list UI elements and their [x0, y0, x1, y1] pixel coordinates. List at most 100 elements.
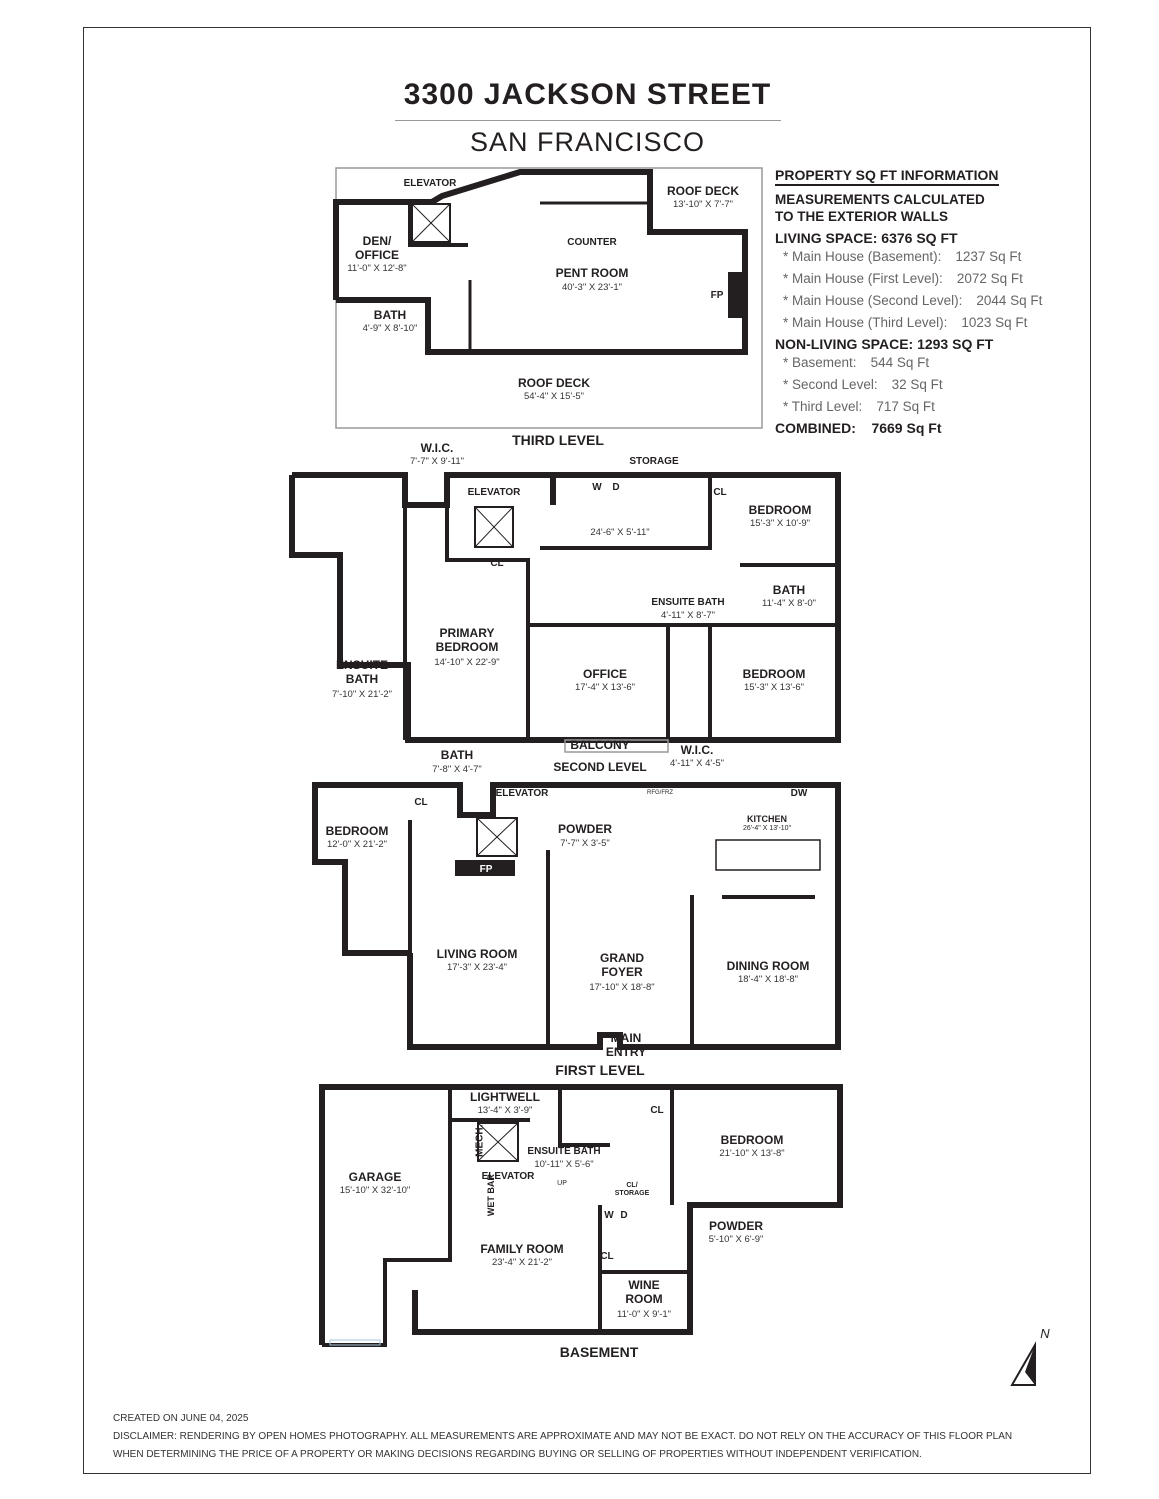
nonliving-item: * Third Level:717 Sq Ft — [783, 399, 935, 414]
grand-foyer-dim: 17'-10" X 18'-8" — [589, 982, 655, 993]
first-bath-dim: 7'-8" X 4'-7" — [432, 764, 482, 775]
third-level-title: THIRD LEVEL — [512, 432, 604, 448]
created-date: CREATED ON JUNE 04, 2025 — [113, 1413, 249, 1424]
wic-dim: 7'-7" X 9'-11" — [409, 456, 465, 467]
wet-bar-label: WET BAR — [485, 1174, 496, 1217]
bedroom-dim: 15'-3" X 13'-6" — [743, 682, 805, 693]
second-level-title: SECOND LEVEL — [553, 760, 647, 774]
closet-label: CL — [650, 1105, 664, 1116]
third-elevator — [411, 203, 451, 243]
first-level-title: FIRST LEVEL — [555, 1062, 645, 1078]
title-divider — [395, 120, 781, 121]
kitchen-label: KITCHEN — [747, 814, 787, 824]
washer-label: W — [592, 482, 602, 493]
north-arrow-icon — [1010, 1341, 1036, 1386]
ensuite-bath-label: ENSUITE BATH — [651, 597, 725, 608]
living-room-label: LIVING ROOM — [436, 947, 518, 961]
property-title: 3300 JACKSON STREET — [403, 78, 772, 111]
garage-door — [329, 1339, 381, 1346]
sqft-info-panel: PROPERTY SQ FT INFORMATION MEASUREMENTS … — [775, 167, 1095, 436]
family-room-label: FAMILY ROOM — [480, 1242, 564, 1256]
up-label: UP — [557, 1180, 567, 1187]
closet-label: CL — [414, 797, 428, 808]
wic-dim: 4'-11" X 4'-5" — [669, 758, 725, 769]
footer: CREATED ON JUNE 04, 2025 DISCLAIMER: REN… — [113, 1410, 1012, 1464]
property-city: SAN FRANCISCO — [469, 127, 706, 157]
first-level-walls — [312, 782, 841, 1050]
info-note: MEASUREMENTS CALCULATED — [775, 192, 985, 207]
first-bedroom-dim: 12'-0" X 21'-2" — [326, 839, 388, 850]
nonliving-space-total: NON-LIVING SPACE: 1293 SQ FT — [775, 336, 994, 352]
dining-room-dim: 18'-4" X 18'-8" — [737, 974, 799, 985]
basement-ensuite-dim: 10'-11" X 5'-6" — [534, 1159, 594, 1170]
garage-label: GARAGE — [348, 1170, 402, 1184]
disclaimer-line: WHEN DETERMINING THE PRICE OF A PROPERTY… — [113, 1449, 922, 1460]
dryer-label: D — [612, 482, 620, 493]
basement-powder-label: POWDER — [709, 1219, 763, 1233]
basement-elevator-label: ELEVATOR — [481, 1171, 535, 1182]
bedroom-label: BEDROOM — [742, 667, 806, 681]
family-room-dim: 23'-4" X 21'-2" — [491, 1257, 553, 1268]
washer-label: W — [604, 1210, 614, 1221]
closet-label: CL — [600, 1251, 614, 1262]
office-dim: 17'-4" X 13'-6" — [574, 682, 636, 693]
cl-storage-label: CL/STORAGE — [614, 1182, 650, 1198]
closet-label: CL — [713, 487, 727, 498]
basement-elevator — [477, 1122, 519, 1162]
fridge-label: RFG/FRZ — [647, 790, 673, 796]
first-elevator — [476, 817, 518, 857]
first-bedroom-label: BEDROOM — [325, 824, 389, 838]
lightwell-label: LIGHTWELL — [470, 1090, 540, 1104]
dryer-label: D — [620, 1210, 628, 1221]
nonliving-item: * Basement:544 Sq Ft — [783, 355, 930, 370]
living-item: * Main House (Second Level):2044 Sq Ft — [783, 293, 1043, 308]
bath-dim: 11'-4" X 8'-0" — [761, 598, 817, 609]
ensuite-bath-dim: 4'-11" X 8'-7" — [660, 610, 716, 621]
garage-dim: 15'-10" X 32'-10" — [339, 1185, 411, 1196]
fireplace — [728, 272, 742, 318]
info-heading: PROPERTY SQ FT INFORMATION — [775, 167, 999, 186]
kitchen-island — [715, 839, 821, 871]
roof-deck-small-dim: 13'-10" X 7'-7" — [672, 199, 734, 210]
den-office-dim: 11'-0" X 12'-8" — [347, 263, 407, 274]
den-office-label: DEN/OFFICE — [355, 234, 399, 262]
third-bath-label: BATH — [373, 308, 407, 322]
nonliving-item: * Second Level:32 Sq Ft — [783, 377, 943, 392]
basement-walls — [319, 1084, 843, 1345]
dishwasher-label: DW — [790, 788, 808, 799]
page-border — [83, 27, 1091, 1474]
third-level-inner-walls — [408, 202, 468, 247]
first-bath-label: BATH — [440, 748, 474, 762]
fireplace — [455, 860, 515, 876]
disclaimer-line: DISCLAIMER: RENDERING BY OPEN HOMES PHOT… — [113, 1431, 1013, 1442]
fireplace-label: FP — [479, 864, 493, 875]
living-item: * Main House (First Level):2072 Sq Ft — [783, 271, 1023, 286]
wine-room-dim: 11'-0" X 9'-1" — [616, 1309, 672, 1320]
balcony-label: BALCONY — [570, 738, 630, 752]
second-level-walls — [289, 472, 841, 743]
counter-label: COUNTER — [567, 237, 617, 248]
second-elevator — [474, 506, 514, 548]
wic-label: W.I.C. — [680, 743, 714, 757]
pent-room-dim: 40'-3" X 23'-1" — [561, 282, 623, 293]
combined-total: COMBINED: 7669 Sq Ft — [775, 420, 942, 436]
compass-north-label: N — [1040, 1326, 1050, 1341]
basement-bedroom-label: BEDROOM — [720, 1133, 784, 1147]
third-bath-dim: 4'-9" X 8'-10" — [362, 323, 418, 334]
office-label: OFFICE — [583, 667, 627, 681]
third-elevator-label: ELEVATOR — [403, 178, 457, 189]
living-item: * Main House (Basement):1237 Sq Ft — [783, 249, 1022, 264]
living-room-dim: 17'-3" X 23'-4" — [446, 962, 508, 973]
master-ensuite-dim: 7'-10" X 21'-2" — [331, 689, 393, 700]
dining-room-label: DINING ROOM — [726, 959, 810, 973]
first-elevator-label: ELEVATOR — [495, 788, 549, 799]
lightwell-dim: 13'-4" X 3'-9" — [477, 1105, 533, 1116]
bedroom-label: BEDROOM — [748, 503, 812, 517]
powder-label: POWDER — [558, 822, 612, 836]
roof-deck-large-label: ROOF DECK — [518, 376, 590, 390]
roof-deck-large-dim: 54'-4" X 15'-5" — [523, 391, 585, 402]
